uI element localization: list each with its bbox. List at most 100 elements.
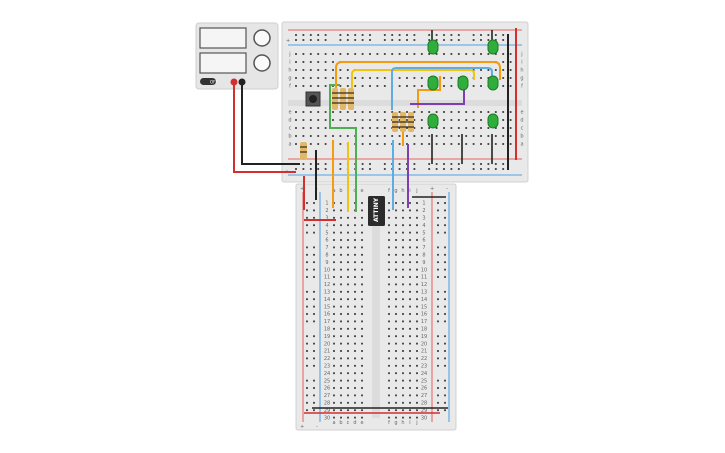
breadboard-hole[interactable] — [416, 246, 418, 249]
breadboard-hole[interactable] — [388, 387, 390, 389]
breadboard-hole[interactable] — [402, 416, 404, 419]
breadboard-hole[interactable] — [354, 39, 357, 41]
breadboard-hole[interactable] — [383, 135, 386, 137]
breadboard-hole[interactable] — [340, 327, 342, 330]
breadboard-hole[interactable] — [487, 143, 490, 145]
breadboard-hole[interactable] — [444, 364, 446, 367]
breadboard-hole[interactable] — [340, 342, 342, 345]
breadboard-hole[interactable] — [340, 394, 342, 397]
breadboard-hole[interactable] — [395, 253, 397, 256]
breadboard-hole[interactable] — [402, 313, 404, 315]
breadboard-hole[interactable] — [402, 401, 404, 404]
breadboard-hole[interactable] — [313, 202, 315, 204]
breadboard-hole[interactable] — [369, 127, 371, 129]
breadboard-hole[interactable] — [465, 111, 468, 113]
breadboard-hole[interactable] — [388, 401, 390, 404]
breadboard-hole[interactable] — [480, 69, 482, 71]
breadboard-hole[interactable] — [437, 202, 439, 204]
breadboard-hole[interactable] — [395, 313, 397, 315]
breadboard-hole[interactable] — [437, 342, 439, 345]
breadboard-hole[interactable] — [302, 77, 305, 79]
breadboard-hole[interactable] — [339, 39, 342, 41]
breadboard-hole[interactable] — [435, 34, 438, 36]
breadboard-hole[interactable] — [306, 253, 308, 256]
breadboard-hole[interactable] — [480, 143, 482, 145]
breadboard-hole[interactable] — [347, 416, 349, 419]
breadboard-hole[interactable] — [409, 290, 411, 293]
breadboard-hole[interactable] — [324, 135, 327, 137]
breadboard-hole[interactable] — [457, 127, 460, 129]
breadboard-hole[interactable] — [333, 342, 335, 345]
breadboard-hole[interactable] — [324, 119, 327, 121]
breadboard-hole[interactable] — [306, 224, 308, 227]
breadboard-hole[interactable] — [361, 335, 363, 338]
breadboard-hole[interactable] — [333, 394, 335, 397]
breadboard-hole[interactable] — [354, 85, 357, 87]
breadboard-hole[interactable] — [361, 209, 363, 212]
breadboard-hole[interactable] — [354, 364, 356, 367]
breadboard-hole[interactable] — [472, 39, 475, 41]
breadboard-hole[interactable] — [383, 85, 386, 87]
breadboard-hole[interactable] — [420, 77, 423, 79]
breadboard-hole[interactable] — [416, 261, 418, 264]
breadboard-hole[interactable] — [509, 111, 512, 113]
breadboard-hole[interactable] — [388, 335, 390, 338]
breadboard-hole[interactable] — [406, 127, 408, 129]
breadboard-hole[interactable] — [402, 327, 404, 330]
breadboard-hole[interactable] — [444, 246, 446, 249]
breadboard-hole[interactable] — [313, 298, 315, 301]
breadboard-hole[interactable] — [465, 143, 468, 145]
breadboard-hole[interactable] — [437, 357, 439, 360]
breadboard-hole[interactable] — [450, 119, 453, 121]
breadboard-hole[interactable] — [388, 313, 390, 315]
breadboard-hole[interactable] — [361, 357, 363, 360]
breadboard-hole[interactable] — [428, 127, 431, 129]
breadboard-hole[interactable] — [361, 34, 364, 36]
breadboard-hole[interactable] — [409, 246, 411, 249]
breadboard-hole[interactable] — [416, 313, 418, 315]
breadboard-hole[interactable] — [333, 364, 335, 367]
breadboard-hole[interactable] — [416, 357, 418, 360]
breadboard-hole[interactable] — [395, 342, 397, 345]
breadboard-hole[interactable] — [413, 77, 416, 79]
breadboard-hole[interactable] — [395, 246, 397, 249]
breadboard-hole[interactable] — [347, 283, 349, 286]
breadboard-hole[interactable] — [340, 416, 342, 419]
breadboard-hole[interactable] — [450, 77, 453, 79]
breadboard-hole[interactable] — [409, 364, 411, 367]
breadboard-hole[interactable] — [340, 253, 342, 256]
breadboard-hole[interactable] — [402, 379, 404, 382]
breadboard-hole[interactable] — [354, 253, 356, 256]
breadboard-hole[interactable] — [376, 77, 379, 79]
breadboard-hole[interactable] — [313, 209, 315, 212]
breadboard-hole[interactable] — [494, 127, 497, 129]
breadboard-hole[interactable] — [388, 276, 390, 278]
breadboard-hole[interactable] — [402, 253, 404, 256]
breadboard-hole[interactable] — [347, 290, 349, 293]
breadboard-hole[interactable] — [354, 283, 356, 286]
breadboard-hole[interactable] — [317, 111, 320, 113]
breadboard-hole[interactable] — [302, 168, 305, 170]
breadboard-hole[interactable] — [444, 216, 446, 219]
breadboard-hole[interactable] — [333, 387, 335, 389]
breadboard-hole[interactable] — [313, 335, 315, 338]
breadboard-hole[interactable] — [450, 111, 453, 113]
breadboard-hole[interactable] — [509, 143, 512, 145]
breadboard-hole[interactable] — [309, 143, 312, 145]
breadboard-hole[interactable] — [347, 379, 349, 382]
breadboard-hole[interactable] — [402, 202, 404, 204]
breadboard-hole[interactable] — [313, 379, 315, 382]
breadboard-hole[interactable] — [347, 364, 349, 367]
breadboard-hole[interactable] — [361, 39, 364, 41]
breadboard-hole[interactable] — [437, 261, 439, 264]
breadboard-hole[interactable] — [333, 379, 335, 382]
breadboard-hole[interactable] — [402, 305, 404, 308]
breadboard-hole[interactable] — [361, 320, 363, 323]
breadboard-hole[interactable] — [437, 209, 439, 212]
breadboard-hole[interactable] — [409, 342, 411, 345]
breadboard-hole[interactable] — [347, 231, 349, 234]
breadboard-hole[interactable] — [388, 202, 390, 204]
breadboard-hole[interactable] — [332, 135, 334, 137]
breadboard-hole[interactable] — [309, 119, 312, 121]
breadboard-hole[interactable] — [398, 34, 401, 36]
